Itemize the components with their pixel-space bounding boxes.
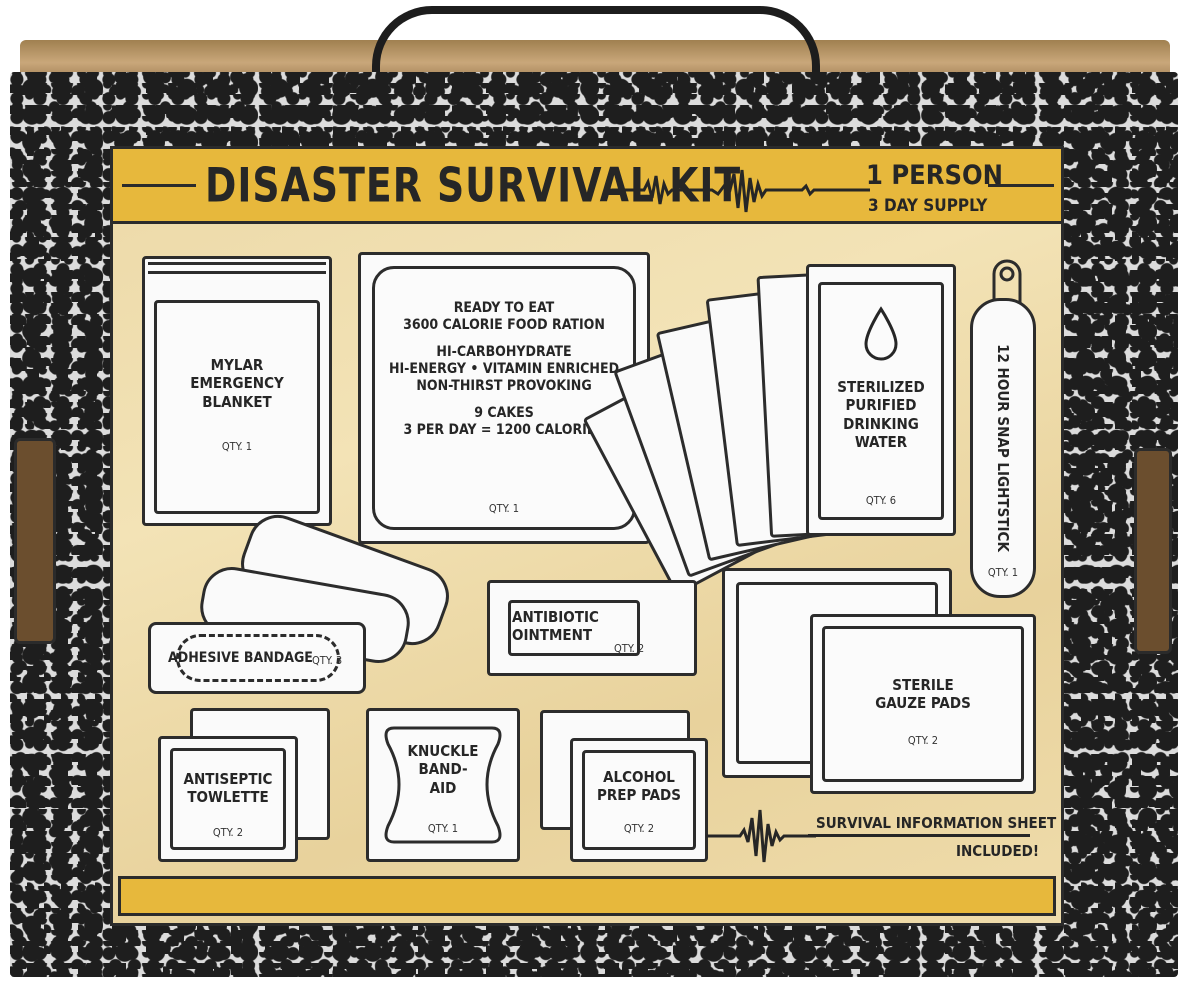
ointment-inner-frame: [508, 600, 640, 656]
towlette-qty: QTY. 2: [212, 826, 244, 839]
kit-title: DISASTER SURVIVAL KIT: [205, 158, 742, 213]
alcohol-inner-frame: [582, 750, 696, 850]
towlette-label: ANTISEPTIC TOWLETTE: [183, 770, 273, 807]
bandage-qty: QTY. 3: [312, 654, 343, 667]
info-sheet-line2: INCLUDED!: [956, 842, 1040, 860]
bandage-pad: [176, 634, 340, 682]
water-pouch-inner-frame: [818, 282, 944, 520]
food-ration-inner-frame: [372, 266, 636, 530]
header-band: [110, 146, 1064, 224]
food-ration-qty: QTY. 1: [488, 502, 520, 515]
hand-cutout-left: [14, 438, 56, 644]
gauze-qty: QTY. 2: [907, 734, 939, 747]
water-label: STERILIZED PURIFIED DRINKING WATER: [837, 378, 925, 451]
bandage-label: ADHESIVE BANDAGE: [168, 650, 313, 666]
water-qty: QTY. 6: [865, 494, 897, 507]
food-ration-label: READY TO EAT 3600 CALORIE FOOD RATION HI…: [388, 300, 620, 439]
info-sheet-rule: [808, 834, 1030, 837]
lightstick-card: [970, 298, 1036, 598]
lightstick-label: 12 HOUR SNAP LIGHTSTICK: [994, 344, 1013, 552]
gauze-pad-front-inner: [822, 626, 1024, 782]
carry-handle: [372, 6, 820, 76]
footer-band: [118, 876, 1056, 916]
mylar-label: MYLAR EMERGENCY BLANKET: [190, 356, 284, 411]
alcohol-label: ALCOHOL PREP PADS: [597, 768, 681, 805]
ointment-qty: QTY. 2: [614, 642, 645, 655]
knuckle-label: KNUCKLE BAND- AID: [407, 742, 479, 797]
header-rule-right: [988, 184, 1054, 187]
supply-duration: 3 DAY SUPPLY: [868, 196, 988, 216]
ointment-label: ANTIBIOTIC OINTMENT: [512, 608, 599, 645]
knuckle-qty: QTY. 1: [427, 822, 459, 835]
alcohol-qty: QTY. 2: [623, 822, 655, 835]
knuckle-bandaid-shape: [384, 726, 502, 844]
mylar-qty: QTY. 1: [221, 440, 253, 453]
person-count: 1 PERSON: [866, 160, 1003, 191]
header-rule-left: [122, 184, 196, 187]
lightstick-hook-icon: [992, 259, 1022, 308]
info-sheet-line1: SURVIVAL INFORMATION SHEET: [816, 814, 1057, 832]
water-drop-icon: [864, 306, 898, 361]
seismic-wave-icon: [612, 169, 870, 213]
lightstick-qty: QTY. 1: [987, 566, 1019, 579]
mylar-inner-frame: [154, 300, 320, 514]
gauze-label: STERILE GAUZE PADS: [875, 676, 971, 713]
towlette-inner-frame: [170, 748, 286, 850]
mylar-zip-lines: [148, 262, 326, 274]
seismic-wave-icon: [706, 809, 816, 863]
hand-cutout-right: [1134, 448, 1172, 654]
